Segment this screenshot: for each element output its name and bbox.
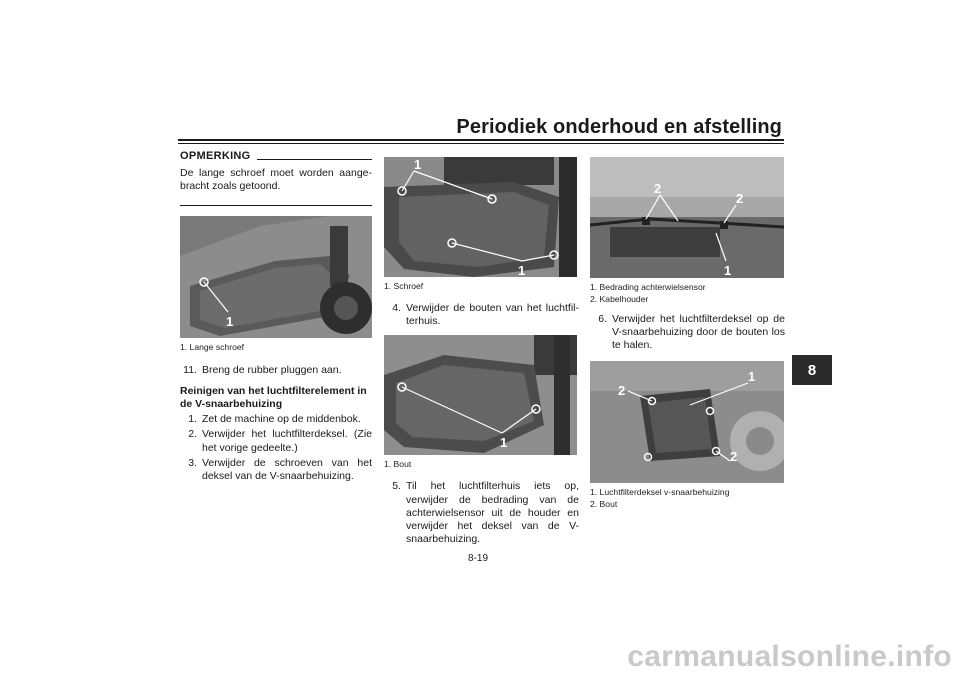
note-heading-rule	[256, 159, 372, 161]
callout-2: 2	[730, 449, 737, 464]
photo-bolt-caption: 1. Bout	[384, 459, 412, 470]
header-rule-thin	[178, 143, 784, 144]
step-text: Til het luchtfilterhuis iets op, verwijd…	[406, 480, 579, 546]
photo-filter-cover: 1 2 2	[590, 360, 784, 483]
step-11: 11. Breng de rubber pluggen aan.	[180, 364, 372, 377]
callout-1: 1	[500, 435, 507, 450]
step-text: Verwijder de bouten van het luchtfil-ter…	[406, 302, 579, 328]
callout-1: 1	[226, 314, 233, 329]
photo-bolt: 1	[384, 335, 577, 456]
step-number: 1.	[188, 413, 197, 426]
step-6: 6. Verwijder het luchtfilterdeksel op de…	[590, 313, 785, 353]
callout-2: 2	[618, 383, 625, 398]
callout-1: 1	[724, 263, 731, 278]
page-number: 8-19	[468, 553, 489, 564]
watermark: carmanualsonline.info	[627, 640, 952, 673]
callout-2: 2	[654, 181, 661, 196]
note-end-rule	[180, 204, 372, 206]
step-number: 6.	[598, 313, 607, 325]
step-text: Verwijder het luchtfilterdeksel op de V-…	[612, 313, 785, 352]
photo-screws: 1 1	[384, 157, 577, 277]
callout-2: 2	[736, 191, 743, 206]
photo-wiring-caption-2: 2. Kabelhouder	[590, 294, 649, 304]
photo-long-screw: 1	[180, 215, 372, 338]
step-text: Verwijder het luchtfilterdeksel. (Zie he…	[202, 428, 372, 454]
photo-wiring: 2 2 1	[590, 157, 784, 278]
step-text: Verwijder de schroeven van het deksel va…	[202, 456, 372, 483]
step-text: Zet de machine op de middenbok.	[202, 413, 361, 426]
photo-screws-caption: 1. Schroef	[384, 281, 424, 291]
note-text: De lange schroef moet worden aange-brach…	[180, 167, 372, 193]
photo-filter-cover-caption-1: 1. Luchtfilterdeksel v-snaarbehuizing	[590, 486, 730, 497]
step-2: 2. Verwijder het luchtfilterdeksel. (Zie…	[180, 428, 372, 454]
callout-1: 1	[518, 263, 525, 277]
photo-wiring-caption-1: 1. Bedrading achterwielsensor	[590, 282, 706, 292]
step-number: 2.	[188, 428, 197, 441]
step-number: 4.	[392, 302, 401, 314]
note-title: OPMERKING	[180, 150, 251, 162]
step-number: 11.	[183, 363, 197, 376]
step-number: 3.	[188, 456, 197, 469]
callout-1: 1	[414, 157, 421, 172]
page-header-title: Periodiek onderhoud en afstelling	[456, 116, 782, 138]
step-number: 5.	[392, 480, 401, 493]
step-1: 1. Zet de machine op de middenbok.	[180, 413, 372, 426]
photo-filter-cover-caption-2: 2. Bout	[590, 498, 618, 509]
column-2: 1 1 1. Schroef 4. Verwijder de bouten va…	[384, 157, 579, 546]
photo-long-screw-caption: 1. Lange schroef	[180, 341, 245, 352]
step-4: 4. Verwijder de bouten van het luchtfil-…	[384, 302, 579, 328]
header-rule	[178, 139, 784, 141]
column-3: 2 2 1 1. Bedrading achterwielsensor 2. K…	[590, 157, 785, 510]
callout-1: 1	[748, 369, 755, 384]
note-heading: OPMERKING	[180, 150, 372, 163]
step-text: Breng de rubber pluggen aan.	[202, 363, 342, 376]
column-1: OPMERKING De lange schroef moet worden a…	[180, 150, 372, 483]
section-title: Reinigen van het luchtfilterelement in d…	[180, 384, 367, 411]
step-5: 5. Til het luchtfilterhuis iets op, verw…	[384, 480, 579, 546]
chapter-tab[interactable]: 8	[792, 355, 832, 385]
step-3: 3. Verwijder de schroeven van het deksel…	[180, 457, 372, 483]
